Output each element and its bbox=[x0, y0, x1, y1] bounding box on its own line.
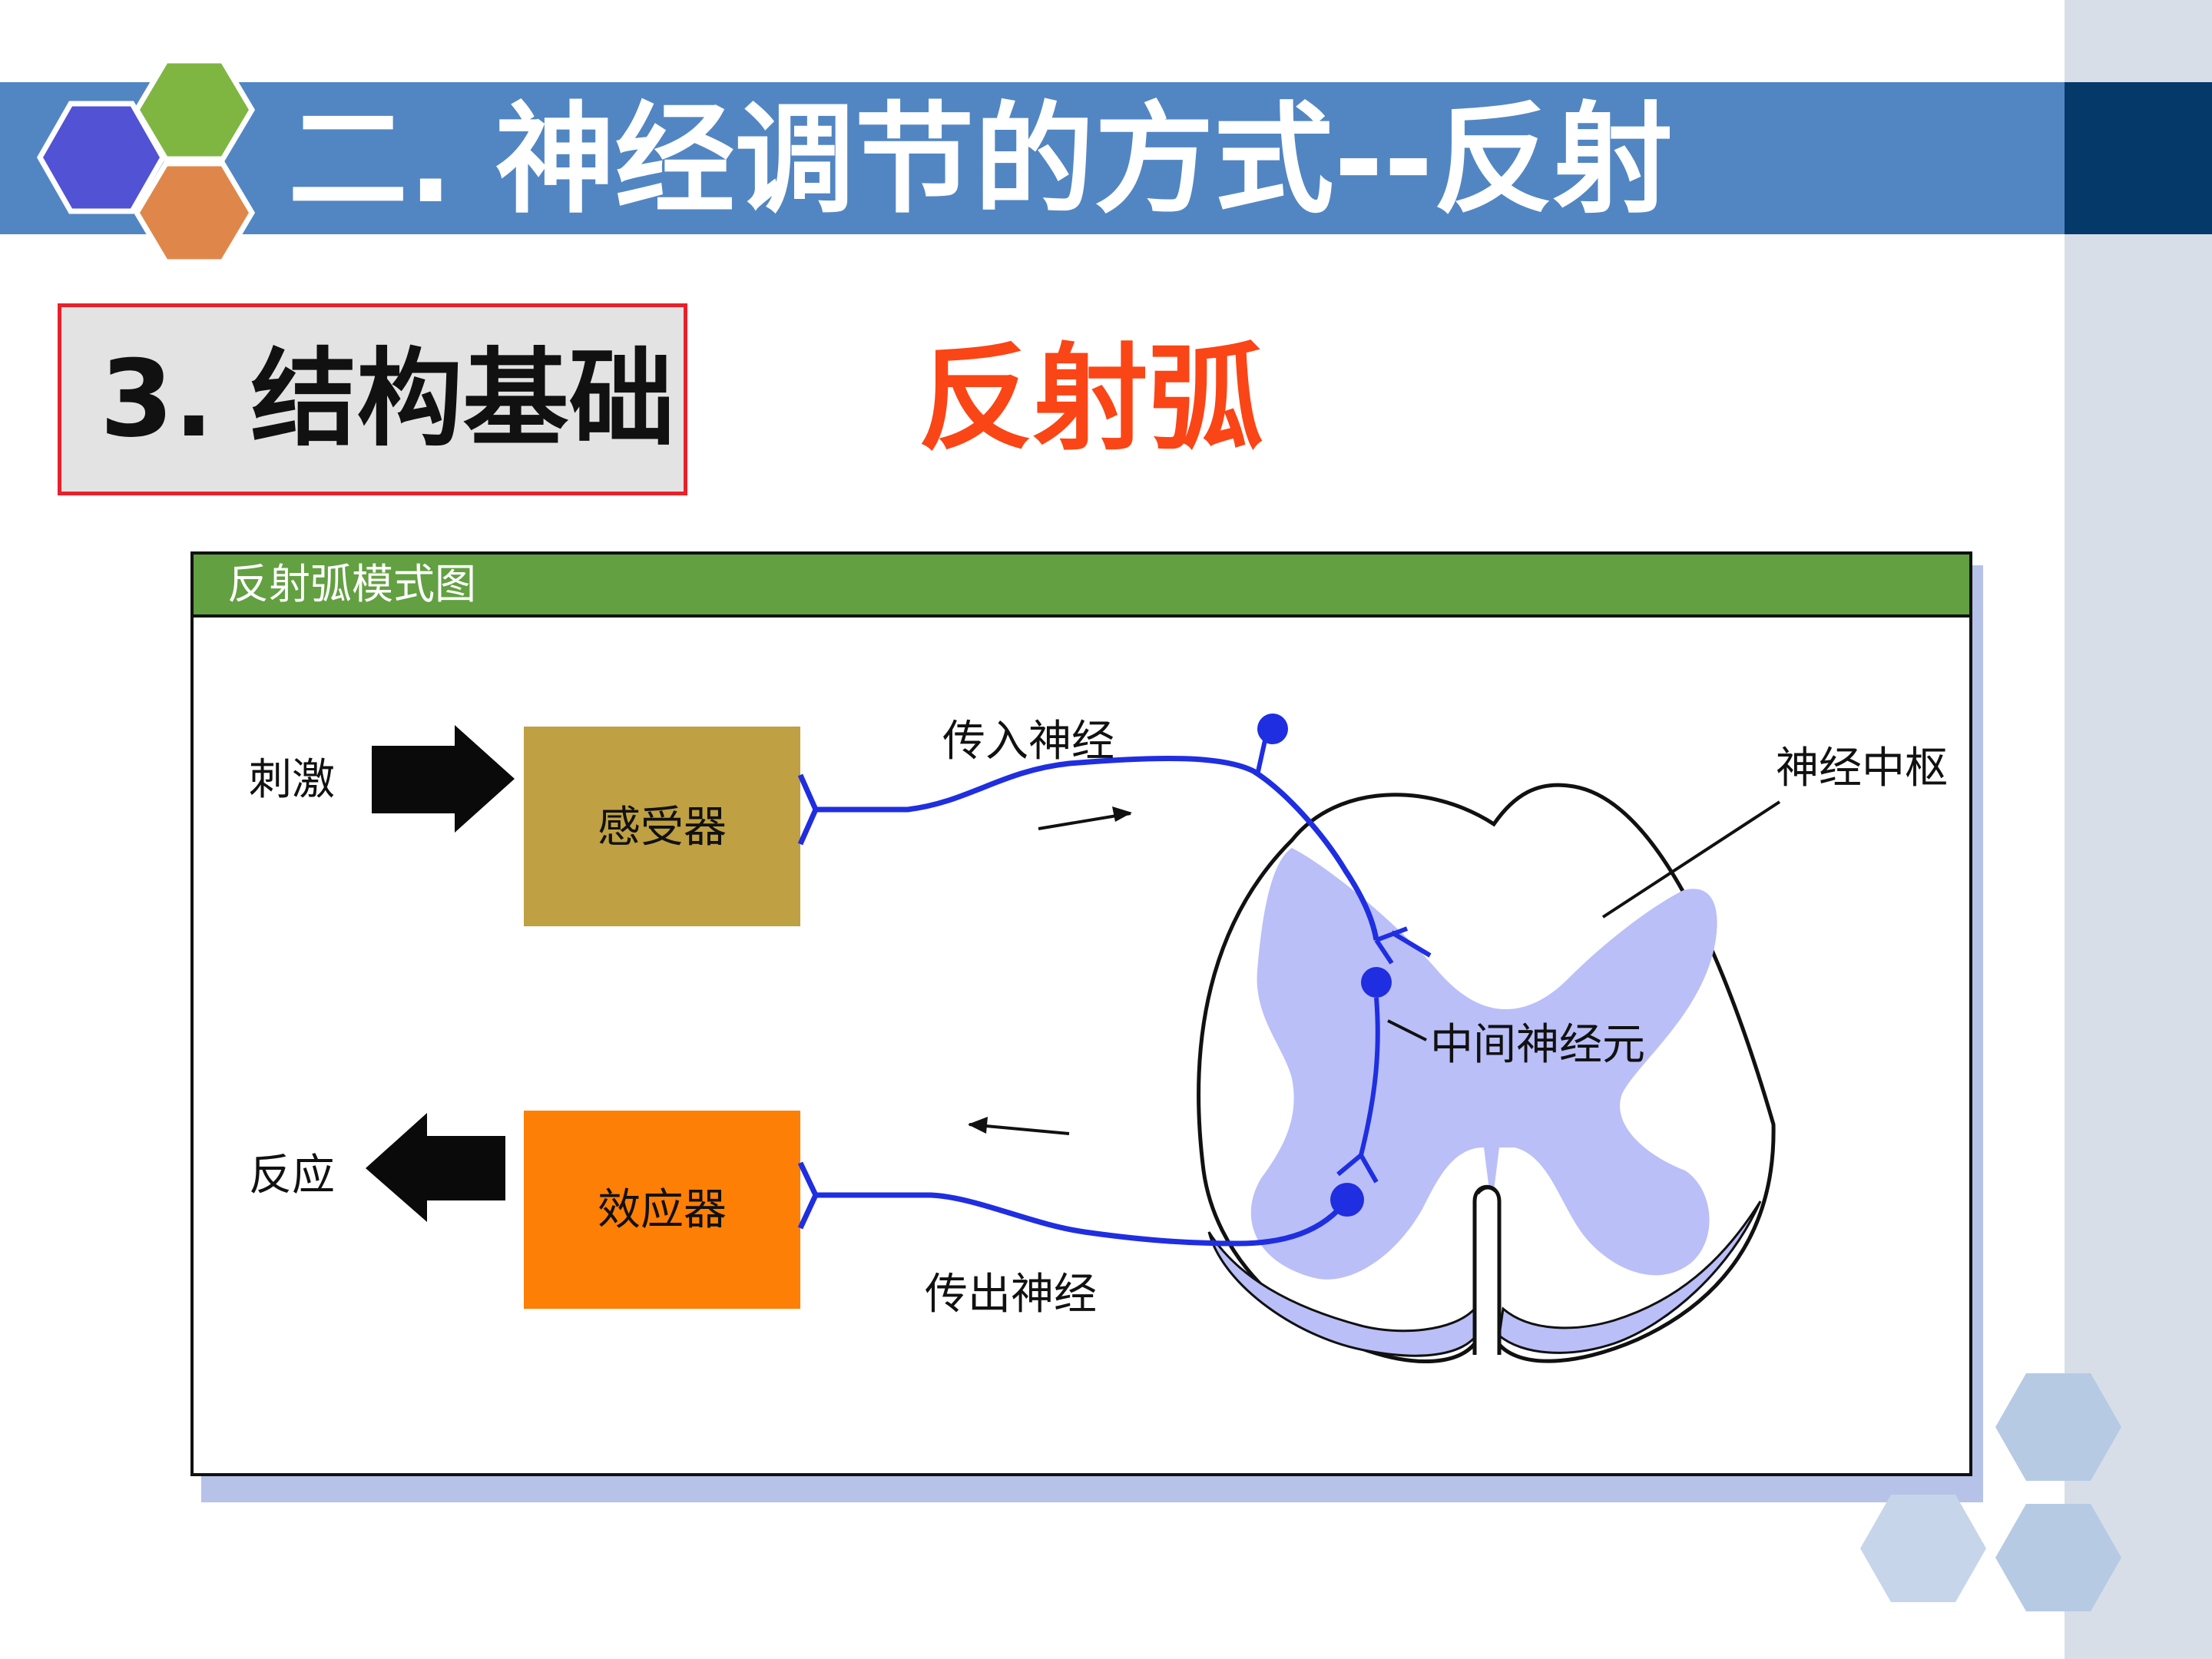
section-label: 3. 结构基础 bbox=[100, 337, 675, 461]
slide-title: 二. 神经调节的方式--反射 bbox=[288, 90, 1674, 230]
hexagon-decoration-icon bbox=[1860, 1373, 2121, 1611]
central-canal bbox=[1472, 1184, 1502, 1355]
afferent-nerve-path bbox=[814, 755, 1379, 941]
afferent-cell-body bbox=[1257, 714, 1288, 744]
response-arrow-left-icon bbox=[366, 1113, 505, 1222]
hexagon-logo-icon bbox=[36, 58, 256, 265]
receptor-endings bbox=[797, 773, 819, 846]
effector-label: 效应器 bbox=[598, 1185, 727, 1235]
receptor-label: 感受器 bbox=[598, 803, 727, 853]
stimulus-arrow-right-icon bbox=[372, 725, 515, 833]
interneuron-pointer bbox=[1387, 1019, 1427, 1041]
nerve-center-pointer bbox=[1601, 800, 1781, 919]
reflex-arc-heading: 反射弧 bbox=[918, 333, 1264, 466]
effector-box bbox=[524, 1111, 800, 1309]
reflex-arc-diagram: 刺激 反应 感受器 效应器 传入神经 传出神经 神经中 bbox=[249, 714, 1948, 1363]
receptor-box bbox=[524, 727, 800, 926]
section-label-box: 3. 结构基础 bbox=[58, 303, 687, 495]
effector-endings bbox=[797, 1161, 819, 1230]
interneuron-label: 中间神经元 bbox=[1430, 1020, 1645, 1070]
afferent-nerve-label: 传入神经 bbox=[942, 717, 1114, 767]
interneuron-axon bbox=[1359, 997, 1380, 1156]
title-bar-accent bbox=[2065, 82, 2212, 234]
nerve-center-label: 神经中枢 bbox=[1776, 743, 1948, 793]
afferent-terminal bbox=[1374, 926, 1432, 965]
panel-header: 反射弧模式图 bbox=[194, 555, 1969, 618]
afferent-branch bbox=[1255, 740, 1267, 776]
stimulus-label: 刺激 bbox=[249, 755, 335, 805]
efferent-nerve-path bbox=[814, 1192, 1349, 1247]
response-label: 反应 bbox=[249, 1151, 335, 1200]
interneuron-terminal bbox=[1336, 1153, 1379, 1184]
grey-matter bbox=[1250, 848, 1717, 1280]
efferent-nerve-label: 传出神经 bbox=[925, 1270, 1097, 1320]
diagram-panel: 反射弧模式图 刺激 反应 感受器 效应器 bbox=[190, 551, 1972, 1476]
panel-title: 反射弧模式图 bbox=[227, 560, 476, 608]
interneuron-cell-body bbox=[1361, 967, 1392, 998]
title-bar bbox=[0, 82, 2065, 234]
